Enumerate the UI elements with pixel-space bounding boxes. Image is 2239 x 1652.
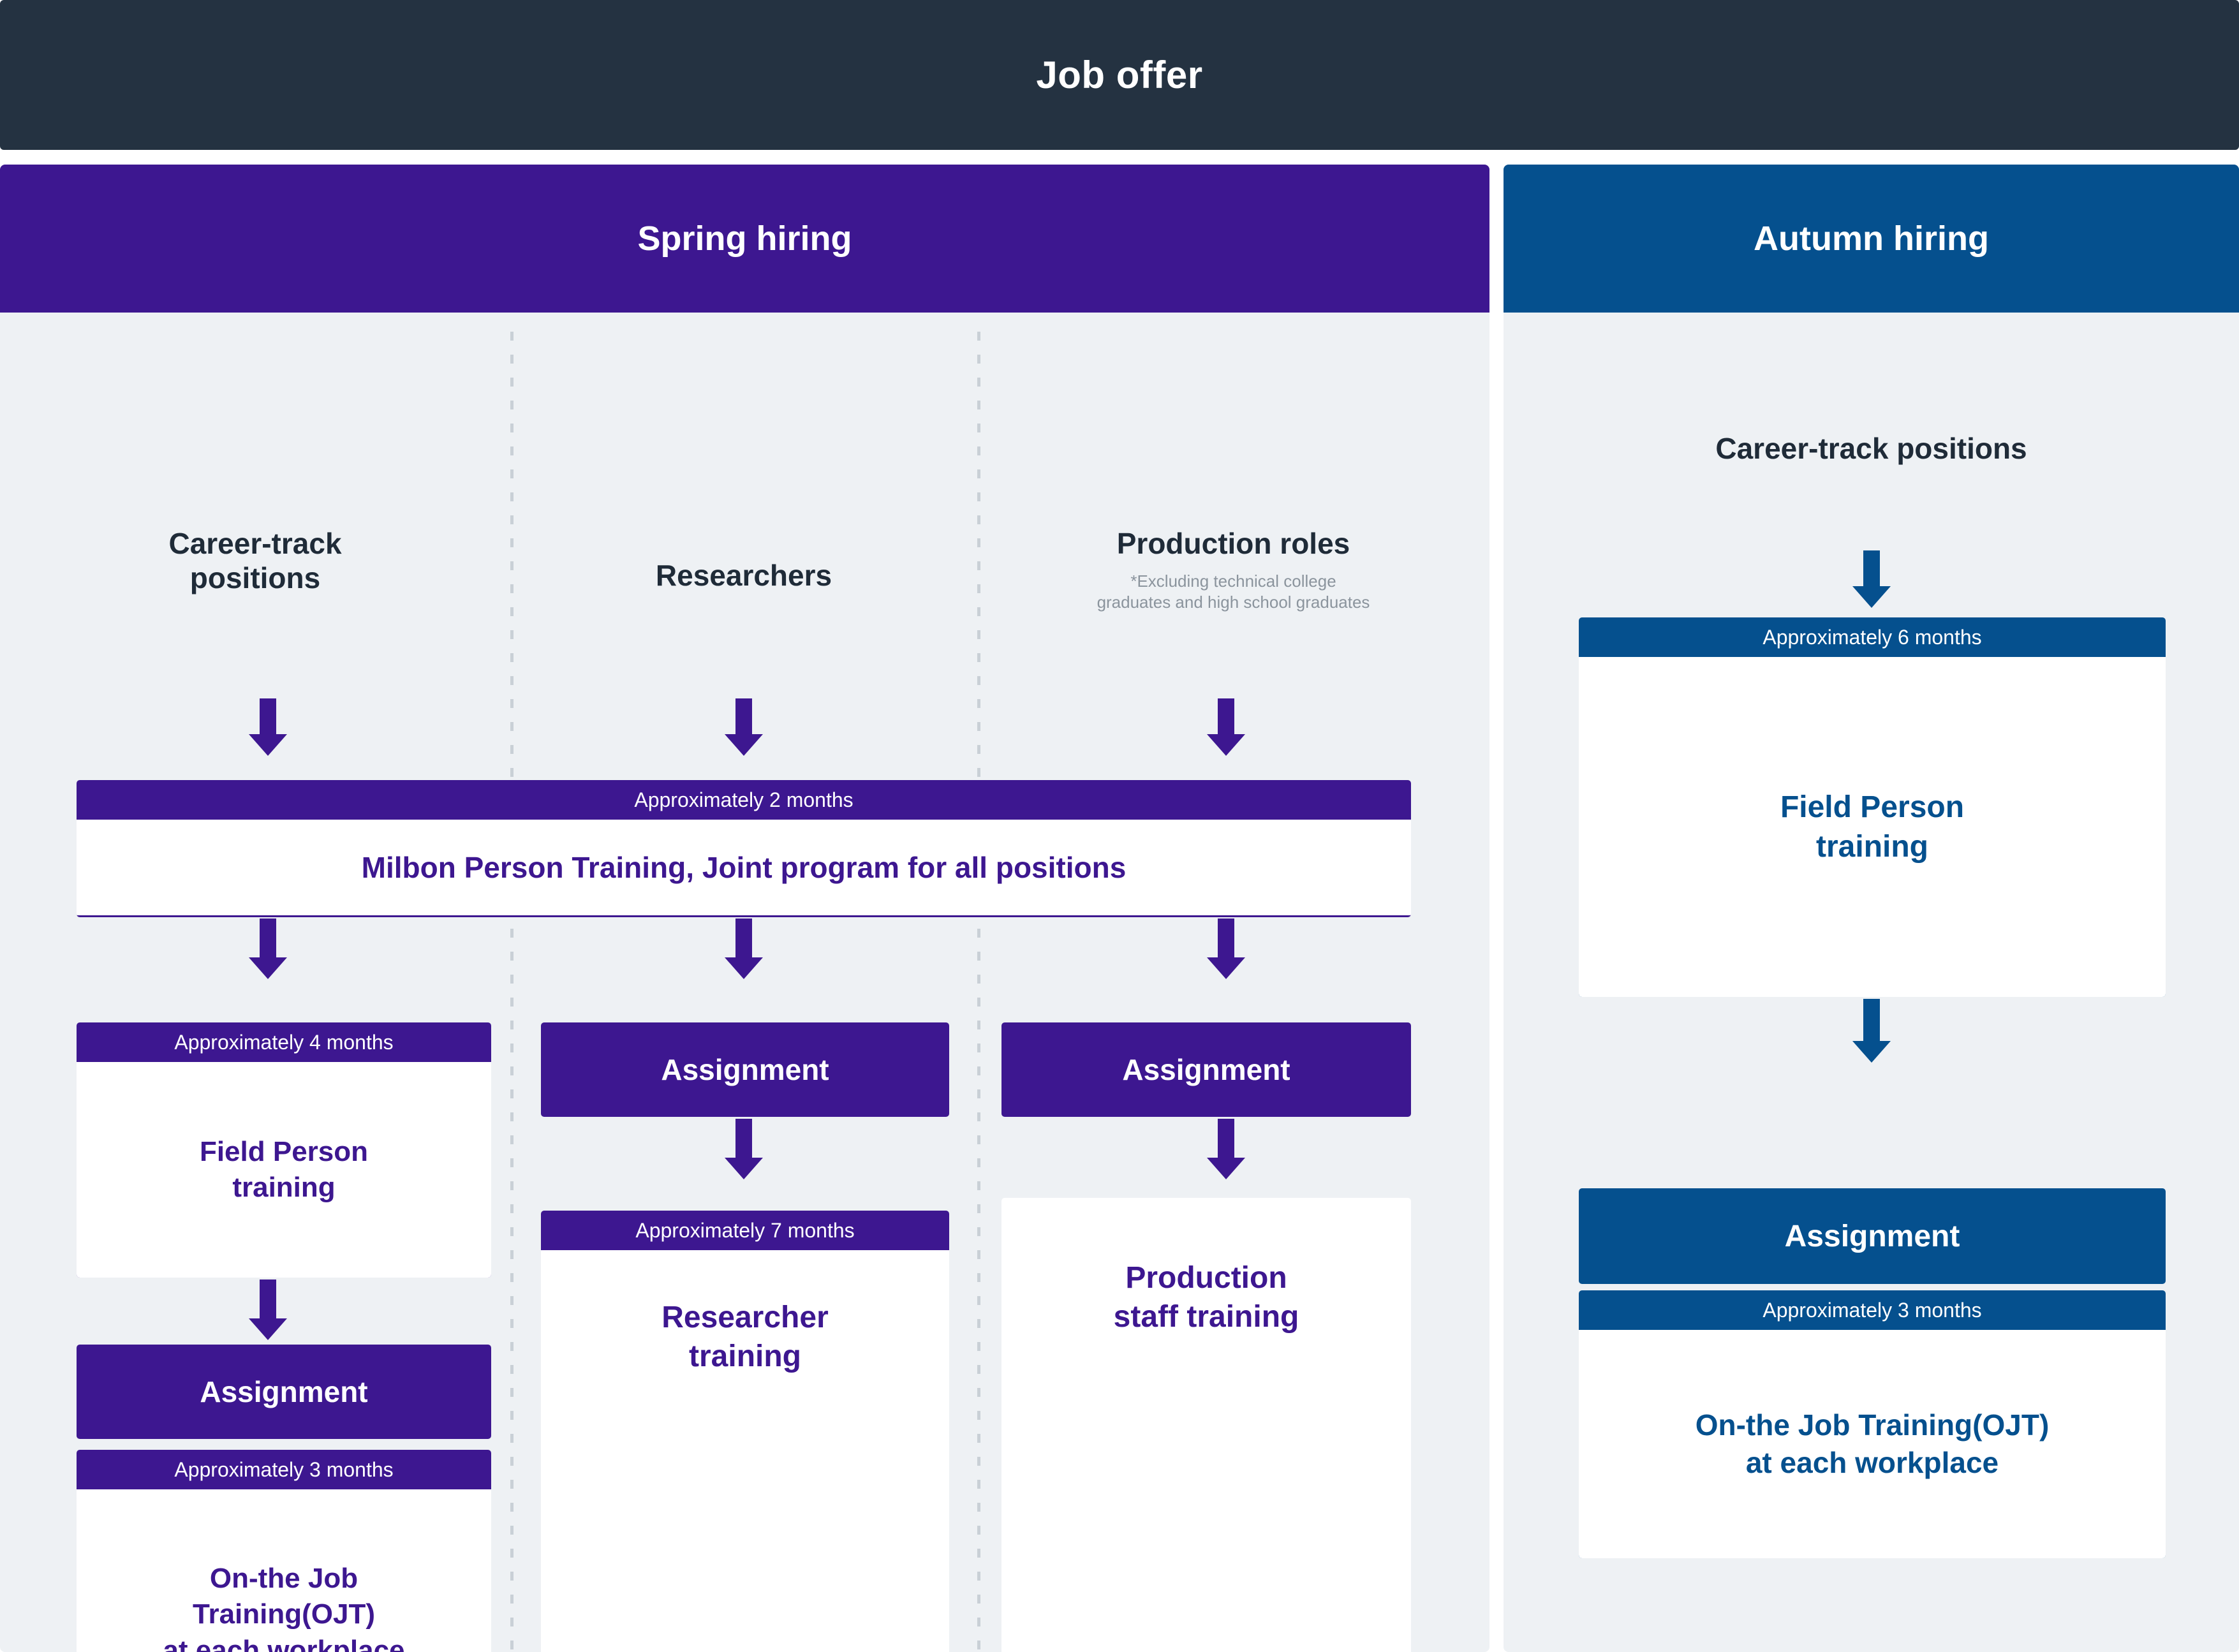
autumn-ojt-duration: Approximately 3 months [1762, 1298, 1982, 1322]
autumn-ojt-card: Approximately 3 months On-the Job Traini… [1579, 1290, 2166, 1558]
column-title-autumn-career-track: Career-track positions [1504, 431, 2239, 466]
job-offer-header: Job offer [0, 0, 2239, 150]
column-title-line1: Production roles [1116, 527, 1350, 560]
spring-column-production: Production roles *Excluding technical co… [977, 313, 1489, 1652]
joint-program-card: Approximately 2 months Milbon Person Tra… [77, 780, 1411, 917]
column-divider-2 [977, 332, 980, 1652]
career-track-assignment-block: Assignment [77, 1345, 491, 1439]
field-training-duration: Approximately 4 months [174, 1030, 394, 1054]
column-note-production: *Excluding technical college graduates a… [977, 571, 1489, 612]
autumn-field-training-duration: Approximately 6 months [1762, 625, 1982, 649]
column-title-researchers: Researchers [510, 558, 977, 593]
column-title-line1: Career-track positions [1715, 432, 2027, 465]
arrow-down-icon-joint-to-production [1207, 918, 1245, 979]
arrow-down-icon-researchers [725, 698, 763, 756]
researcher-training-label-line2: training [689, 1339, 801, 1374]
researcher-training-label-line1: Researcher [661, 1301, 829, 1334]
ojt-label-line3: at each workplace [163, 1634, 405, 1652]
researcher-training-duration: Approximately 7 months [635, 1218, 855, 1242]
spring-column-career-track: Career-track positions [0, 313, 510, 1652]
researchers-assignment-block: Assignment [541, 1022, 949, 1117]
column-title-line1: Career-track [168, 527, 342, 560]
field-training-label: Field Person training [77, 1062, 491, 1278]
arrow-down-icon-production [1207, 698, 1245, 756]
career-track-assignment-label: Assignment [200, 1375, 368, 1408]
arrow-down-icon-field-to-assignment [249, 1280, 287, 1340]
production-staff-training-card: Production staff training [1001, 1198, 1411, 1652]
autumn-ojt-label: On-the Job Training(OJT) at each workpla… [1579, 1330, 2166, 1558]
production-training-label-line1: Production [1125, 1261, 1287, 1295]
arrow-down-icon-researchers-to-training [725, 1119, 763, 1179]
arrow-down-icon-career-track [249, 698, 287, 756]
arrow-down-icon-production-to-training [1207, 1119, 1245, 1179]
column-divider-1 [510, 332, 514, 1652]
researcher-training-label: Researcher training [541, 1250, 949, 1652]
production-assignment-label: Assignment [1122, 1053, 1290, 1086]
field-training-label-line1: Field Person [199, 1135, 369, 1167]
column-title-career-track: Career-track positions [0, 526, 510, 596]
ojt-label-line1: On-the Job [209, 1563, 358, 1595]
production-staff-training-label: Production staff training [1001, 1198, 1411, 1652]
career-track-field-training-card: Approximately 4 months Field Person trai… [77, 1022, 491, 1278]
arrow-down-icon-joint-to-researchers [725, 918, 763, 979]
ojt-label-line2: Training(OJT) [193, 1598, 375, 1630]
column-title-production: Production roles [977, 526, 1489, 561]
autumn-field-training-label: Field Person training [1579, 657, 2166, 997]
autumn-ojt-label-line2: at each workplace [1745, 1446, 1999, 1479]
arrow-down-icon-autumn-career-track [1852, 550, 1891, 608]
spring-hiring-label: Spring hiring [637, 219, 852, 258]
autumn-hiring-header: Autumn hiring [1504, 165, 2239, 313]
autumn-field-training-label-line1: Field Person [1780, 790, 1965, 825]
joint-program-label: Milbon Person Training, Joint program fo… [77, 820, 1411, 915]
ojt-duration: Approximately 3 months [174, 1457, 394, 1481]
autumn-hiring-panel: Autumn hiring Career-track positions App… [1504, 165, 2239, 1652]
spring-hiring-header: Spring hiring [0, 165, 1489, 313]
researchers-assignment-label: Assignment [661, 1053, 829, 1086]
autumn-assignment-block: Assignment [1579, 1188, 2166, 1284]
column-title-line2: positions [189, 561, 321, 595]
page-title: Job offer [1036, 54, 1203, 96]
field-training-label-line2: training [232, 1172, 336, 1203]
arrow-down-icon-autumn-field-to-assignment [1852, 999, 1891, 1063]
ojt-label: On-the Job Training(OJT) at each workpla… [77, 1489, 491, 1652]
spring-column-researchers: Researchers [510, 313, 977, 1652]
autumn-field-training-label-line2: training [1816, 829, 1928, 864]
autumn-ojt-label-line1: On-the Job Training(OJT) [1695, 1408, 2050, 1442]
autumn-hiring-label: Autumn hiring [1754, 219, 1989, 258]
autumn-assignment-label: Assignment [1784, 1219, 1960, 1253]
column-title-line1: Researchers [655, 559, 832, 592]
spring-hiring-panel: Spring hiring Career-track positions Res… [0, 165, 1489, 1652]
arrow-down-icon-joint-to-career [249, 918, 287, 979]
career-track-ojt-card: Approximately 3 months On-the Job Traini… [77, 1450, 491, 1652]
autumn-field-training-card: Approximately 6 months Field Person trai… [1579, 617, 2166, 997]
joint-program-duration: Approximately 2 months [634, 788, 853, 811]
production-assignment-block: Assignment [1001, 1022, 1411, 1117]
researcher-training-card: Approximately 7 months Researcher traini… [541, 1211, 949, 1652]
column-note-line2: graduates and high school graduates [1097, 592, 1370, 612]
column-note-line1: *Excluding technical college [1130, 572, 1336, 591]
production-training-label-line2: staff training [1113, 1300, 1299, 1334]
